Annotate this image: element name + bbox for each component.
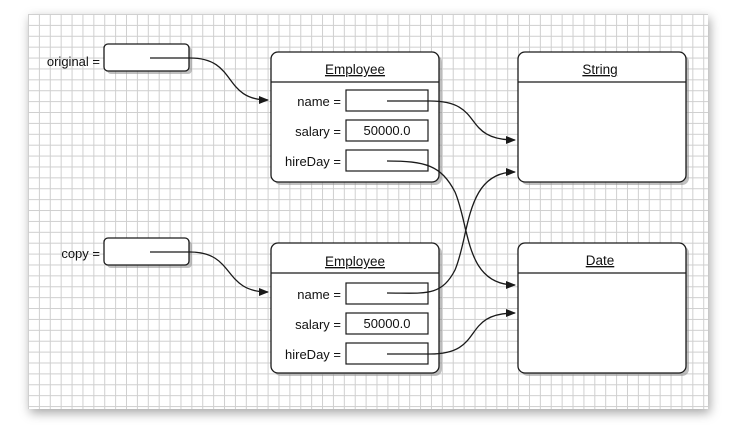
date-object: Date <box>517 242 689 376</box>
employee-top-name-label: name = <box>297 94 341 109</box>
employee-bottom-hireday-label: hireDay = <box>285 347 341 362</box>
employee-bottom-title: Employee <box>325 254 385 269</box>
arrow-original-to-employee-top <box>150 57 269 104</box>
string-title: String <box>582 62 617 77</box>
variable-copy: copy = <box>61 237 192 268</box>
employee-top-hireday-label: hireDay = <box>285 154 341 169</box>
variable-original: original = <box>47 43 192 74</box>
arrow-top-hireday-to-date <box>386 160 516 289</box>
date-title: Date <box>586 253 615 268</box>
employee-top-title: Employee <box>325 62 385 77</box>
employee-bottom-name-label: name = <box>297 287 341 302</box>
string-object: String <box>517 51 689 185</box>
employee-top-salary-label: salary = <box>295 124 341 139</box>
employee-object-top: Employee name = salary = 50000.0 hireDay… <box>270 51 442 185</box>
employee-object-bottom: Employee name = salary = 50000.0 hireDay… <box>270 242 442 376</box>
employee-bottom-salary-field <box>345 312 429 335</box>
string-box <box>517 51 687 183</box>
employee-bottom-salary-value: 50000.0 <box>364 316 411 331</box>
arrow-top-name-to-string <box>387 100 516 144</box>
arrow-bottom-name-to-string <box>386 168 516 294</box>
variable-original-label: original = <box>47 54 100 69</box>
date-box <box>517 242 687 374</box>
arrow-copy-to-employee-bottom <box>150 251 269 296</box>
employee-top-salary-value: 50000.0 <box>364 123 411 138</box>
employee-bottom-box <box>270 242 440 374</box>
arrow-bottom-hireday-to-date <box>387 309 516 355</box>
employee-top-salary-field <box>345 119 429 142</box>
employee-bottom-salary-label: salary = <box>295 317 341 332</box>
variable-copy-label: copy = <box>61 246 100 261</box>
